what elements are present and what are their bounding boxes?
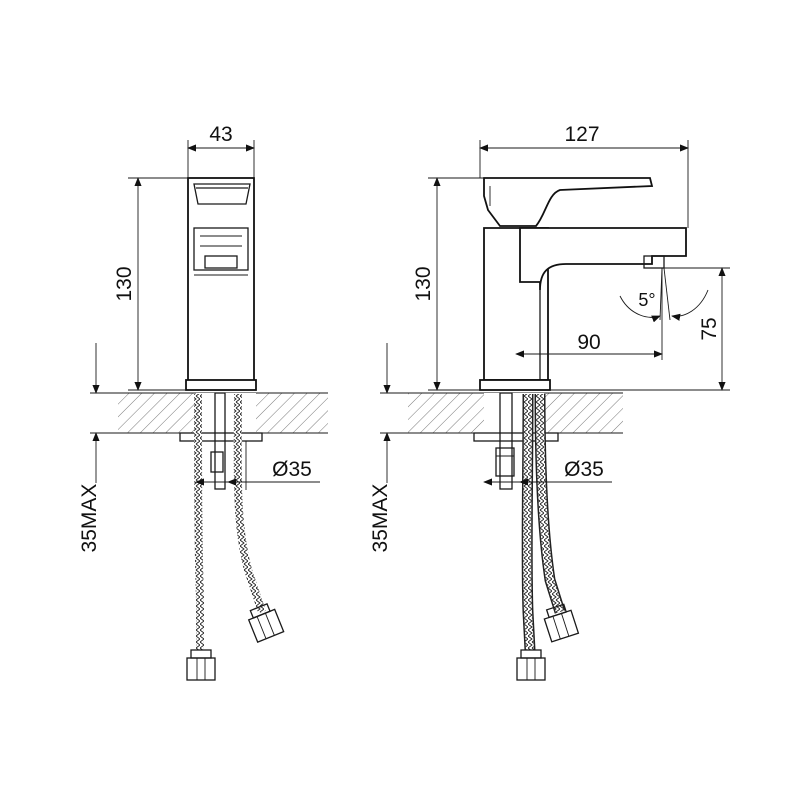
- front-hole-dim: Ø35: [272, 458, 312, 481]
- front-width-dim: 43: [209, 123, 232, 146]
- side-deck-dim: 35MAX: [369, 484, 392, 553]
- side-height-dim: 130: [412, 266, 435, 301]
- side-view: 127 130 35MAX Ø35 90 75 5°: [369, 123, 730, 681]
- front-view: 43 130 35MAX Ø35: [78, 123, 328, 681]
- side-angle-dim: 5°: [638, 290, 655, 310]
- front-faucet-body: [187, 177, 255, 383]
- front-height-dim: 130: [113, 266, 136, 301]
- front-deck-dim: 35MAX: [78, 484, 101, 553]
- side-length-dim: 127: [564, 123, 599, 146]
- side-spout-height-dim: 75: [698, 317, 721, 340]
- side-hole-dim: Ø35: [564, 458, 604, 481]
- side-spout-dim: 90: [577, 331, 600, 354]
